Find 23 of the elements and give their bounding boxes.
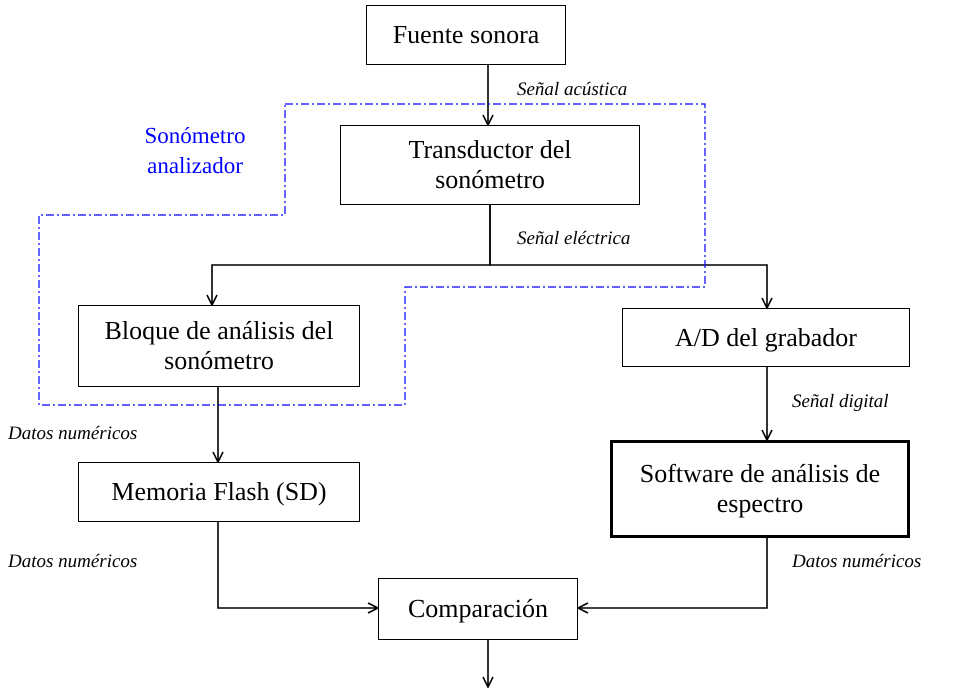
arrow	[577, 538, 768, 614]
arrow	[489, 205, 773, 309]
process-box	[610, 440, 910, 538]
arrow	[761, 367, 773, 441]
edge-label: Señal digital	[790, 392, 891, 413]
box-label: Bloque de análisis del sonómetro	[104, 316, 334, 376]
arrow	[217, 522, 379, 614]
box-label: Software de análisis de espectro	[638, 459, 882, 519]
arrow	[212, 387, 224, 463]
box-label: Fuente sonora	[392, 20, 540, 50]
process-box	[78, 462, 360, 522]
region-label: Sonómetro analizador	[144, 122, 246, 180]
process-box	[366, 5, 566, 65]
box-label: Memoria Flash (SD)	[110, 477, 328, 507]
arrow	[482, 65, 494, 126]
process-box	[378, 578, 578, 640]
process-box	[340, 125, 640, 205]
box-label: Transductor del sonómetro	[408, 135, 572, 195]
box-label: Comparación	[406, 594, 550, 624]
box-label: A/D del grabador	[674, 322, 858, 352]
arrow	[482, 640, 494, 688]
process-box	[622, 308, 910, 367]
process-box	[78, 305, 360, 387]
